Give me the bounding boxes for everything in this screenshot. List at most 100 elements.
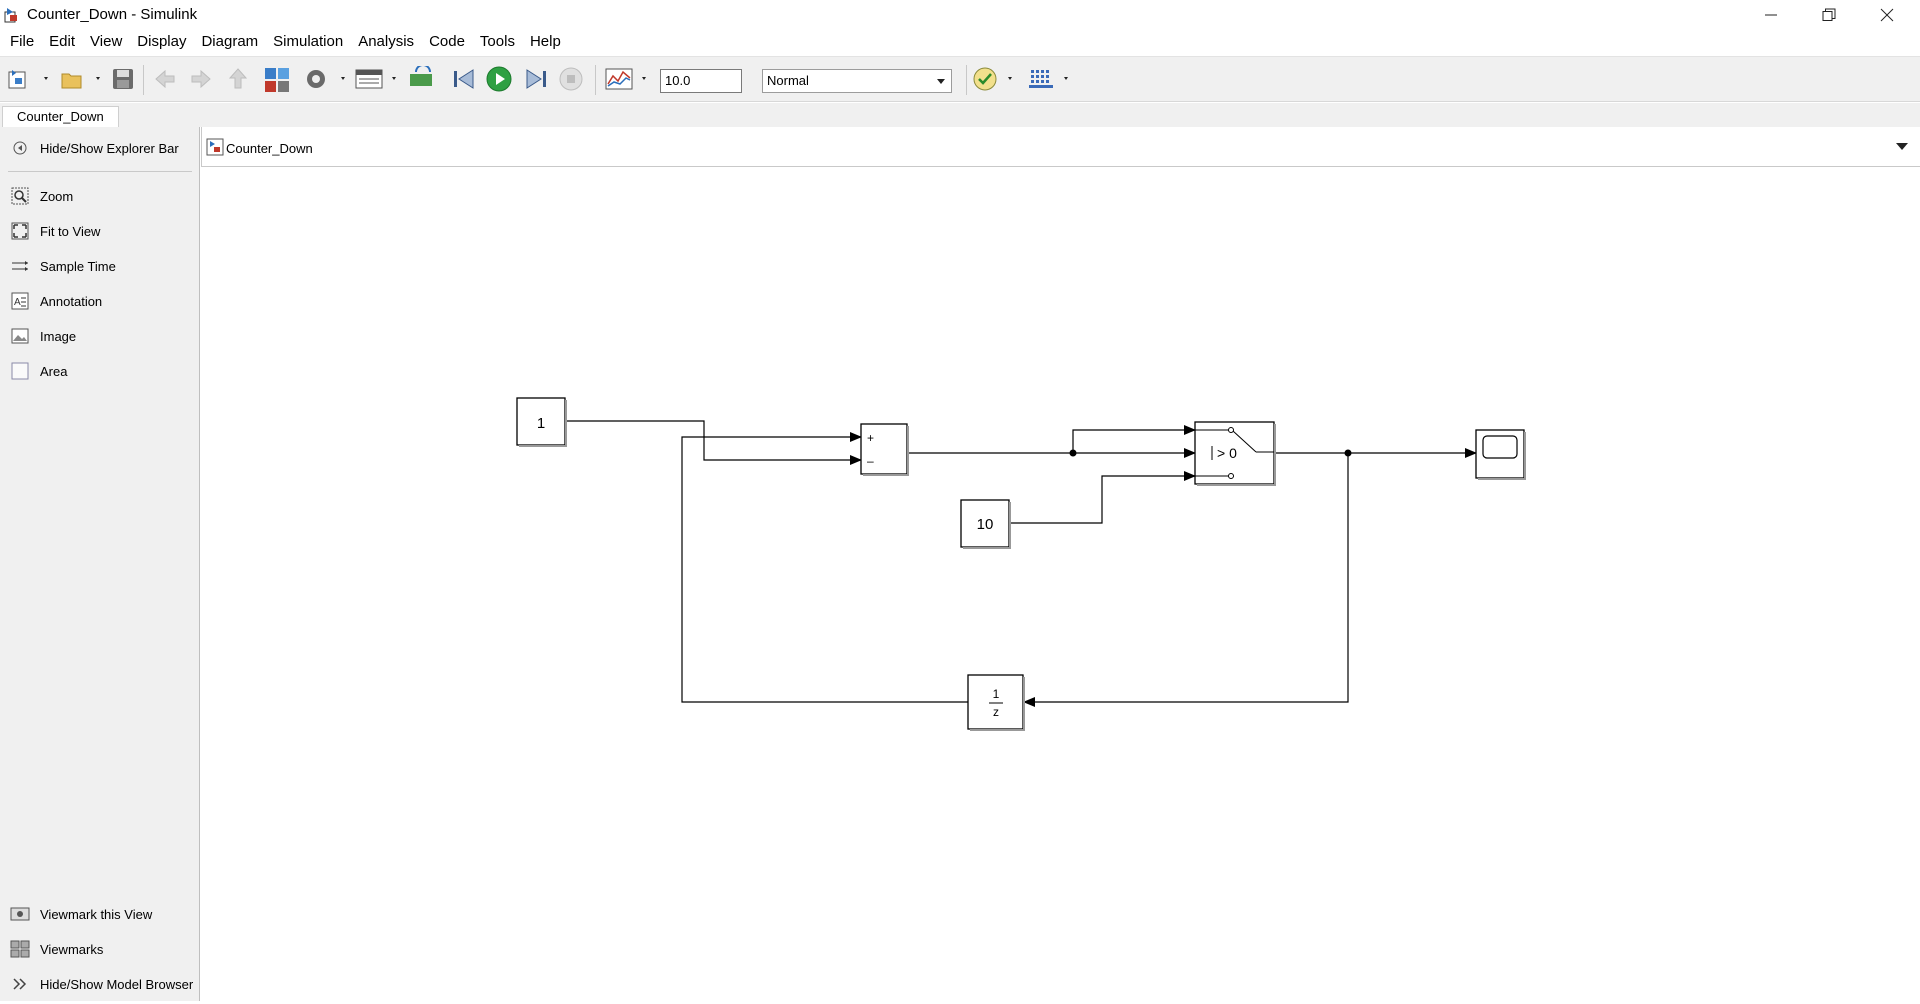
new-model-button[interactable] bbox=[6, 66, 52, 92]
signal-lines bbox=[565, 420, 1477, 707]
signal-line[interactable] bbox=[1009, 471, 1196, 524]
sample-time-icon bbox=[10, 257, 30, 275]
menu-bar: File Edit View Display Diagram Simulatio… bbox=[0, 30, 1920, 54]
menu-display[interactable]: Display bbox=[137, 33, 187, 50]
tool-area[interactable]: Area bbox=[10, 358, 67, 384]
window-title: Counter_Down - Simulink bbox=[27, 6, 198, 23]
toolbar: 10.0 Normal bbox=[0, 56, 1920, 102]
restore-button[interactable] bbox=[1800, 0, 1858, 30]
viewmark-this-view-button[interactable]: Viewmark this View bbox=[10, 901, 152, 927]
tool-zoom[interactable]: Zoom bbox=[10, 183, 73, 209]
explorer-bar-toggle-label: Hide/Show Explorer Bar bbox=[40, 140, 179, 156]
toolbar-separator bbox=[143, 65, 144, 95]
sum-plus-sign: + bbox=[867, 431, 874, 445]
block-diagram: 1 + – > 0 10 bbox=[516, 397, 1526, 731]
constant-block-10[interactable]: 10 bbox=[960, 499, 1011, 549]
delay-denominator: z bbox=[993, 705, 999, 719]
step-back-button[interactable] bbox=[451, 66, 477, 92]
stop-time-input[interactable]: 10.0 bbox=[660, 69, 742, 93]
breadcrumb[interactable]: Counter_Down bbox=[226, 141, 313, 156]
tool-image[interactable]: Image bbox=[10, 323, 76, 349]
constant-block-1[interactable]: 1 bbox=[516, 397, 567, 447]
close-button[interactable] bbox=[1858, 0, 1916, 30]
menu-view[interactable]: View bbox=[90, 33, 123, 50]
signal-line[interactable] bbox=[1072, 425, 1196, 453]
menu-simulation[interactable]: Simulation bbox=[273, 33, 344, 50]
hide-show-model-browser-button[interactable]: Hide/Show Model Browser bbox=[10, 971, 193, 997]
menu-tools[interactable]: Tools bbox=[479, 33, 515, 50]
title-bar: Counter_Down - Simulink bbox=[0, 0, 1920, 30]
model-browser-toggle-label: Hide/Show Model Browser bbox=[40, 976, 194, 992]
viewmark-label: Viewmark this View bbox=[40, 906, 153, 922]
delay-numerator: 1 bbox=[993, 687, 1000, 701]
annotation-icon: A bbox=[10, 292, 30, 310]
tool-label: Annotation bbox=[40, 293, 103, 309]
switch-block[interactable]: > 0 bbox=[1194, 421, 1276, 486]
sum-block[interactable]: + – bbox=[860, 423, 909, 476]
double-chevron-icon bbox=[10, 975, 30, 993]
simulation-mode-select[interactable]: Normal bbox=[762, 69, 952, 93]
chevron-down-icon bbox=[937, 79, 945, 84]
signal-line[interactable] bbox=[565, 420, 862, 465]
step-forward-button[interactable] bbox=[523, 66, 549, 92]
diagram-canvas[interactable]: 1 + – > 0 10 bbox=[201, 168, 1920, 1001]
scope-screen-icon bbox=[1482, 435, 1518, 459]
toolbar-separator bbox=[966, 65, 967, 95]
sum-minus-sign: – bbox=[867, 454, 874, 468]
menu-help[interactable]: Help bbox=[529, 33, 561, 50]
viewmarks-button[interactable]: Viewmarks bbox=[10, 936, 103, 962]
menu-analysis[interactable]: Analysis bbox=[358, 33, 415, 50]
data-inspector-button[interactable] bbox=[604, 66, 652, 92]
menu-code[interactable]: Code bbox=[429, 33, 465, 50]
signal-line[interactable] bbox=[681, 432, 968, 703]
image-icon bbox=[10, 327, 30, 345]
model-tab-strip: Counter_Down bbox=[0, 103, 1920, 127]
menu-edit[interactable]: Edit bbox=[49, 33, 76, 50]
back-arrow-icon[interactable] bbox=[152, 66, 178, 92]
tool-label: Sample Time bbox=[40, 258, 116, 274]
forward-arrow-icon[interactable] bbox=[188, 66, 214, 92]
signal-line[interactable] bbox=[1023, 453, 1349, 707]
model-settings-gear-icon[interactable] bbox=[303, 66, 347, 92]
unit-delay-block[interactable]: 1 z bbox=[967, 674, 1025, 731]
tool-label: Fit to View bbox=[40, 223, 101, 239]
zoom-icon bbox=[10, 187, 30, 205]
run-button[interactable] bbox=[486, 66, 514, 92]
save-button[interactable] bbox=[110, 66, 136, 92]
up-arrow-icon[interactable] bbox=[225, 66, 251, 92]
tool-fit-to-view[interactable]: Fit to View bbox=[10, 218, 100, 244]
model-icon bbox=[206, 138, 224, 156]
constant-value-label: 10 bbox=[977, 516, 994, 533]
switch-criteria-label: > 0 bbox=[1217, 445, 1237, 461]
model-advisor-check-button[interactable] bbox=[972, 66, 1016, 92]
open-folder-button[interactable] bbox=[60, 66, 104, 92]
address-bar: Counter_Down bbox=[201, 127, 1920, 167]
simulation-mode-value: Normal bbox=[767, 73, 809, 88]
menu-file[interactable]: File bbox=[10, 33, 35, 50]
divider bbox=[8, 171, 192, 172]
viewmarks-icon bbox=[10, 940, 30, 958]
tool-label: Image bbox=[40, 328, 77, 344]
chevron-down-icon[interactable] bbox=[1896, 143, 1908, 150]
minimize-button[interactable] bbox=[1742, 0, 1800, 30]
stop-button[interactable] bbox=[558, 66, 584, 92]
menu-diagram[interactable]: Diagram bbox=[201, 33, 259, 50]
tool-annotation[interactable]: A Annotation bbox=[10, 288, 102, 314]
constant-value-label: 1 bbox=[537, 415, 545, 432]
svg-text:A: A bbox=[14, 297, 21, 308]
hide-show-explorer-bar-button[interactable]: Hide/Show Explorer Bar bbox=[10, 135, 179, 161]
area-icon bbox=[10, 362, 30, 380]
tool-sample-time[interactable]: Sample Time bbox=[10, 253, 116, 279]
toolbar-separator bbox=[595, 65, 596, 95]
model-explorer-button[interactable] bbox=[354, 66, 402, 92]
library-browser-button[interactable] bbox=[263, 66, 293, 92]
viewmark-icon bbox=[10, 905, 30, 923]
tab-counter-down[interactable]: Counter_Down bbox=[2, 106, 119, 127]
update-diagram-button[interactable] bbox=[408, 66, 440, 92]
branch-point bbox=[1069, 449, 1077, 457]
simulink-app-icon bbox=[4, 8, 17, 23]
scope-block[interactable] bbox=[1475, 429, 1526, 480]
build-model-button[interactable] bbox=[1028, 66, 1074, 92]
explorer-panel: Hide/Show Explorer Bar Zoom Fit to View … bbox=[0, 127, 200, 1001]
circle-arrow-left-icon bbox=[10, 139, 30, 157]
